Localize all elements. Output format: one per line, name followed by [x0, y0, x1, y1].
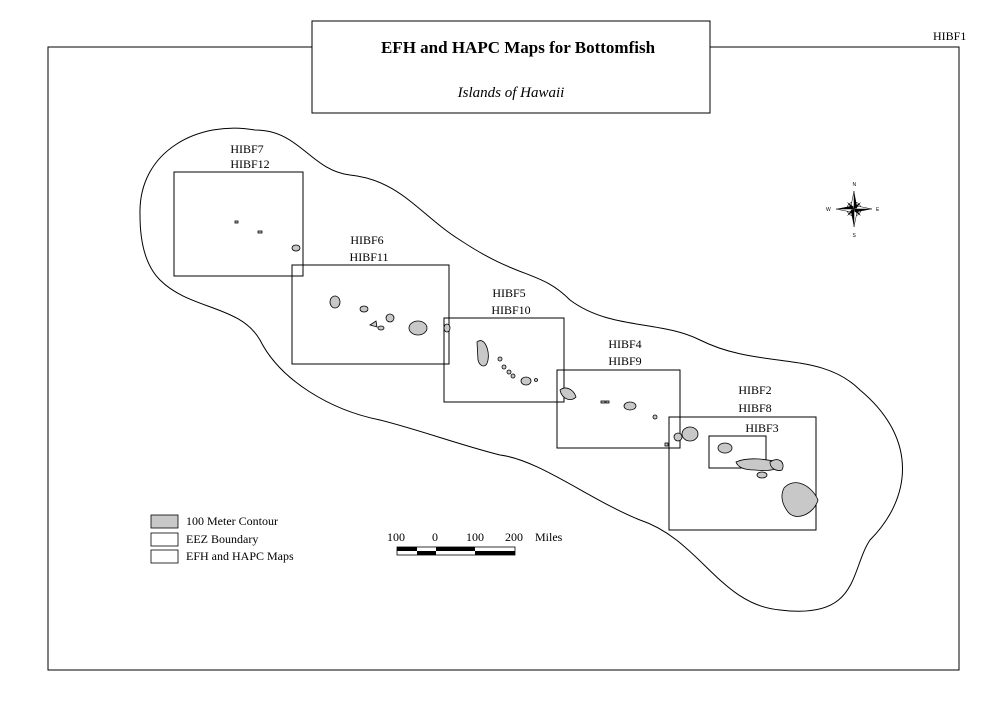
- compass-n: N: [853, 182, 857, 188]
- eez-boundary: [139, 127, 903, 612]
- contour-islands: [234, 220, 819, 517]
- scale-tick-label: 100: [466, 530, 484, 544]
- contour-shape: [652, 414, 658, 420]
- label-hibf8: HIBF8: [738, 401, 771, 415]
- extent-hibf7-12[interactable]: [173, 171, 304, 277]
- label-hibf4: HIBF4: [608, 337, 641, 351]
- contour-shape: [291, 244, 301, 252]
- scale-tick-label: 100: [387, 530, 405, 544]
- contour-shape: [781, 482, 819, 517]
- contour-shape: [717, 442, 733, 454]
- legend-swatch-eez: [150, 532, 179, 547]
- legend-swatch-contour: [150, 514, 179, 529]
- title-box: [311, 20, 711, 114]
- contour-shape: [664, 442, 669, 447]
- label-hibf12: HIBF12: [230, 157, 269, 171]
- label-hibf2: HIBF2: [738, 383, 771, 397]
- contour-shape: [623, 401, 637, 411]
- scale-tick-label: 0: [432, 530, 438, 544]
- scale-bar: 100 0 100 200 Miles: [387, 530, 563, 556]
- contour-shape: [681, 426, 699, 442]
- label-hibf5: HIBF5: [492, 286, 525, 300]
- contour-shape: [520, 376, 532, 386]
- contour-shape: [605, 400, 610, 404]
- compass-w: W: [826, 207, 831, 213]
- map-subtitle: Islands of Hawaii: [457, 85, 565, 101]
- contour-shape: [534, 378, 538, 382]
- contour-shape: [506, 369, 512, 375]
- scale-tick-label: 200: [505, 530, 523, 544]
- contour-shape: [769, 459, 784, 471]
- contour-shape: [501, 364, 507, 370]
- contour-shape: [377, 325, 385, 331]
- contour-shape: [385, 313, 395, 323]
- extent-hibf2-8[interactable]: [668, 416, 817, 531]
- contour-shape: [234, 220, 239, 224]
- contour-shape: [756, 471, 768, 479]
- contour-shape: [443, 323, 451, 333]
- legend-label-eez: EEZ Boundary: [186, 532, 258, 546]
- contour-shape: [408, 320, 428, 336]
- contour-shape: [559, 387, 577, 401]
- contour-shape: [510, 373, 516, 379]
- label-hibf6: HIBF6: [350, 233, 383, 247]
- legend: 100 Meter Contour EEZ Boundary EFH and H…: [150, 514, 294, 564]
- contour-shape: [369, 320, 378, 328]
- contour-shape: [497, 356, 503, 362]
- contour-shape: [359, 305, 369, 313]
- extent-hibf6-11[interactable]: [291, 264, 450, 365]
- compass-rose: N S E W: [826, 182, 880, 239]
- compass-e: E: [876, 207, 880, 213]
- sheet-code: HIBF1: [933, 29, 966, 43]
- map-title: EFH and HAPC Maps for Bottomfish: [381, 38, 656, 57]
- scale-unit: Miles: [535, 530, 563, 544]
- legend-label-maps: EFH and HAPC Maps: [186, 549, 294, 563]
- label-hibf11: HIBF11: [350, 250, 389, 264]
- extent-hibf4-9[interactable]: [556, 369, 681, 449]
- legend-label-contour: 100 Meter Contour: [186, 514, 278, 528]
- legend-swatch-maps: [150, 549, 179, 564]
- contour-shape: [257, 230, 263, 234]
- extent-hibf3[interactable]: [708, 435, 767, 469]
- contour-shape: [673, 432, 683, 442]
- compass-s: S: [853, 233, 857, 239]
- label-hibf9: HIBF9: [608, 354, 641, 368]
- label-hibf10: HIBF10: [491, 303, 530, 317]
- extent-hibf5-10[interactable]: [443, 317, 565, 403]
- contour-shape: [476, 340, 489, 367]
- contour-shape: [329, 295, 341, 309]
- contour-shape: [600, 400, 606, 404]
- label-hibf3: HIBF3: [745, 421, 778, 435]
- label-hibf7: HIBF7: [230, 142, 263, 156]
